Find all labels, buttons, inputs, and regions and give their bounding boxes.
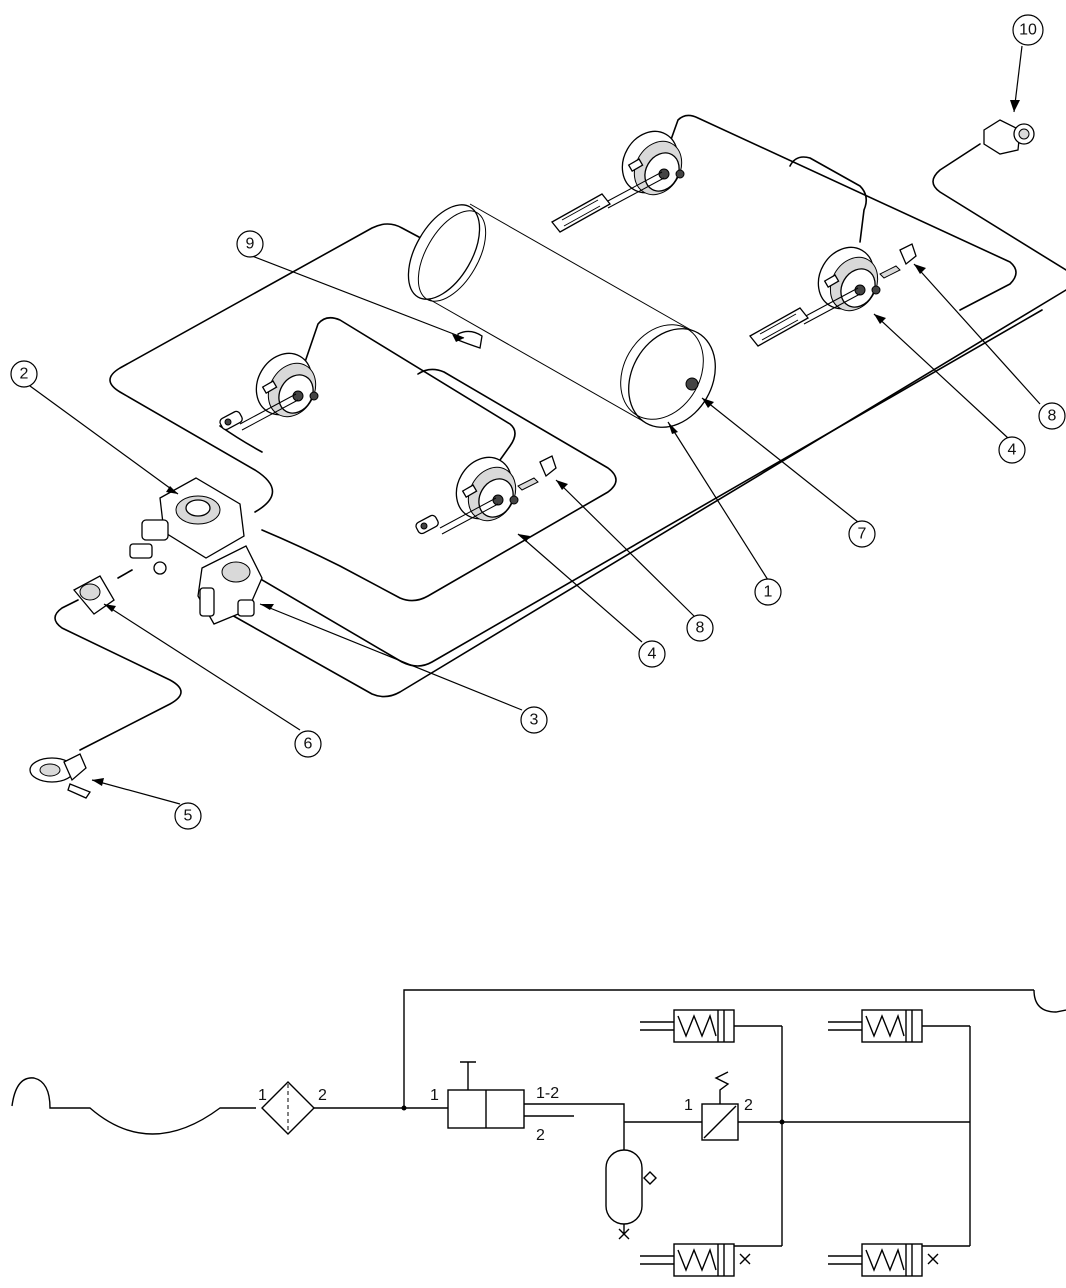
isometric-assembly: 1 2 3 4 4 5 6 7 [10,14,1066,830]
callout-10: 10 [1012,14,1044,46]
arrowheads [92,100,1020,786]
reservoir-symbol [605,1149,657,1240]
brake-chamber-rear-right [749,236,888,347]
svg-text:4: 4 [648,646,657,663]
cylinder-top-right [827,1009,970,1043]
brake-chamber-front-right [413,446,526,536]
callout-5: 5 [174,802,202,830]
air-tank [407,203,716,428]
callout-3: 3 [520,706,548,734]
cylinder-bottom-left [639,1243,782,1277]
pipe-lines [54,114,1066,751]
callout-9: 9 [236,230,264,258]
fitting-8-lower [517,455,557,491]
svg-text:4: 4 [1008,442,1017,459]
svg-text:9: 9 [246,236,255,253]
control-valve [129,477,245,575]
svg-text:1: 1 [430,1087,439,1104]
callout-7: 7 [848,520,876,548]
svg-text:3: 3 [530,712,539,729]
svg-text:1: 1 [684,1097,693,1114]
callout-4-front: 4 [638,640,666,668]
filter-symbol: 1 2 [258,1081,327,1135]
drain-valve-icon [685,377,699,391]
svg-text:2: 2 [20,366,29,383]
svg-text:6: 6 [304,736,313,753]
svg-text:2: 2 [744,1097,753,1114]
svg-text:2: 2 [318,1087,327,1104]
svg-text:10: 10 [1019,22,1037,39]
callout-4-rear: 4 [998,436,1026,464]
coupling-hose-left [11,1077,256,1135]
svg-text:1: 1 [764,584,773,601]
line-filter [72,575,115,615]
svg-text:2: 2 [536,1127,545,1144]
svg-text:8: 8 [1048,408,1057,425]
brake-chamber-rear-left [551,120,692,233]
brake-chamber-front-left [217,342,326,432]
svg-text:8: 8 [696,620,705,637]
svg-text:7: 7 [858,526,867,543]
callout-8-front: 8 [686,614,714,642]
callout-leaders [29,45,1041,805]
svg-text:5: 5 [184,808,193,825]
callout-8-rear: 8 [1038,402,1066,430]
cylinder-bottom-right [827,1243,970,1277]
callout-6: 6 [294,730,322,758]
callout-2: 2 [10,360,38,388]
cylinder-top-left [639,1009,782,1043]
relay-valve [197,545,263,625]
svg-text:1: 1 [258,1087,267,1104]
coupling-symbol-right [1033,989,1066,1013]
coupling-head-10 [983,119,1035,155]
coupling-head-5 [29,753,91,799]
svg-text:1-2: 1-2 [536,1085,559,1102]
callout-1: 1 [754,578,782,606]
fitting-8-upper [879,243,917,279]
pneumatic-schematic: 1 2 1 1-2 2 1 2 [11,989,1066,1277]
hand-valve-symbol: 1 1-2 2 [430,1061,559,1144]
relay-valve-symbol: 1 2 [684,1071,753,1141]
